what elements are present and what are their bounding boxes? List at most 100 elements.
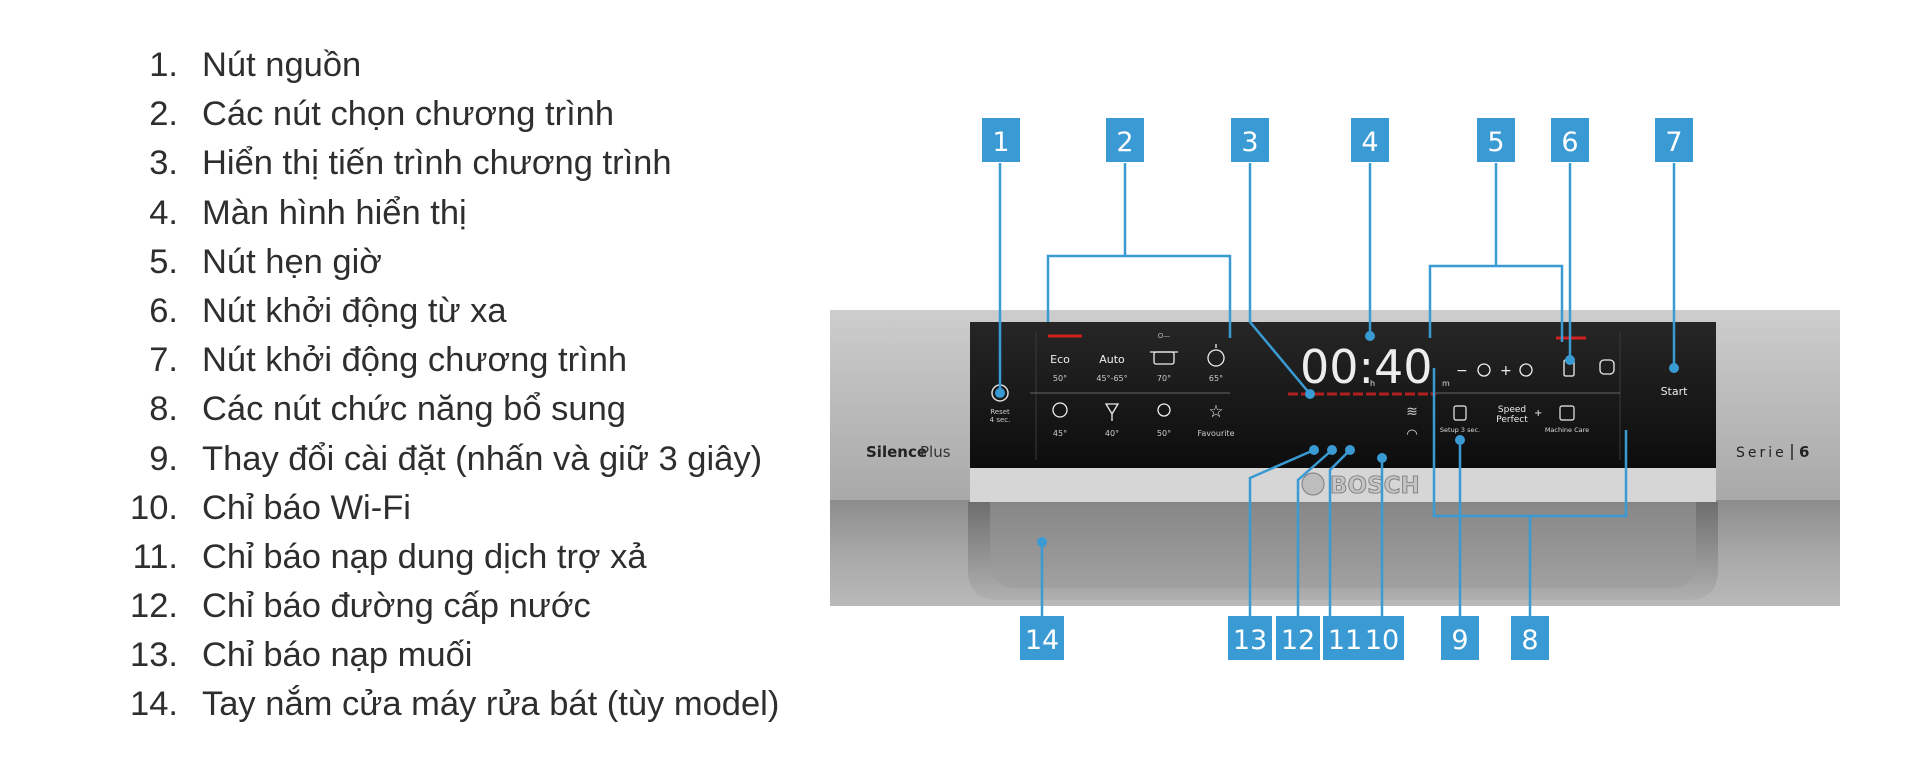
legend-number: 11. — [132, 537, 178, 576]
svg-text:2: 2 — [1116, 127, 1133, 158]
quick-icon — [1157, 403, 1171, 417]
legend-item-8: 8.Các nút chức năng bổ sung — [100, 390, 800, 439]
svg-text:11: 11 — [1328, 625, 1362, 656]
legend-item-10: 10. Chỉ báo Wi-Fi — [100, 489, 800, 538]
legend-number: 2. — [149, 95, 178, 134]
speed-perfect-button[interactable]: Speed Perfect + — [1496, 405, 1542, 425]
serie-number: 6 — [1799, 443, 1809, 461]
svg-text:40°: 40° — [1105, 429, 1119, 438]
program-express[interactable]: 65° — [1207, 344, 1225, 383]
svg-text:Speed: Speed — [1498, 405, 1526, 415]
program-favourite[interactable]: ☆ Favourite — [1197, 402, 1234, 438]
legend-text: Chỉ báo nạp dung dịch trợ xả — [202, 537, 647, 576]
program-eco-label: Eco — [1050, 353, 1070, 366]
legend-item-12: 12.Chỉ báo đường cấp nước — [100, 587, 800, 636]
callout-5: 5 — [1477, 118, 1515, 162]
panel-diagram: Silence Plus Serie 6 Reset 4 sec. Eco 50… — [830, 118, 1840, 660]
start-label: Start — [1661, 385, 1689, 398]
svg-text:3: 3 — [1241, 127, 1258, 158]
svg-text:4: 4 — [1361, 127, 1378, 158]
callout-1: 1 — [982, 118, 1020, 162]
svg-text:Perfect: Perfect — [1496, 415, 1528, 425]
hand-icon[interactable] — [1599, 359, 1615, 375]
legend-number: 3. — [149, 144, 178, 183]
legend-text: Tay nắm cửa máy rửa bát (tùy model) — [202, 685, 780, 724]
callout-8: 8 — [1511, 616, 1549, 660]
program-half-load[interactable]: 45° — [1052, 402, 1068, 438]
setup-icon — [1453, 405, 1467, 421]
svg-text:50°: 50° — [1157, 429, 1171, 438]
brand-silence: Silence — [866, 443, 927, 461]
legend-item-4: 4.Màn hình hiển thị — [100, 194, 800, 243]
steam-icon: ≋ — [1406, 404, 1418, 420]
legend-item-9: 9.Thay đổi cài đặt (nhấn và giữ 3 giây) — [100, 440, 800, 489]
timer-half-icon — [1052, 402, 1068, 418]
legend-number: 9. — [149, 439, 178, 478]
program-glass[interactable]: 40° — [1104, 403, 1120, 438]
svg-text:7: 7 — [1665, 127, 1682, 158]
svg-text:+: + — [1534, 408, 1542, 419]
brand-plus: Plus — [920, 443, 951, 461]
legend-text: Nút khởi động từ xa — [202, 291, 507, 330]
clock-icon — [1477, 363, 1491, 377]
legend-item-13: 13.Chỉ báo nạp muối — [100, 636, 800, 685]
program-auto[interactable]: Auto 45°-65° — [1096, 353, 1127, 383]
legend-item-6: 6.Nút khởi động từ xa — [100, 292, 800, 341]
legend-number: 1. — [149, 46, 178, 84]
callout-4: 4 — [1351, 118, 1389, 162]
bosch-logo: BOSCH — [1301, 472, 1420, 499]
legend-item-1: 1. Nút nguồn — [100, 46, 800, 95]
display-hours-unit: h — [1370, 379, 1375, 388]
legend-number: 14. — [130, 685, 178, 724]
legend-item-5: 5. Nút hẹn giờ — [100, 243, 800, 292]
callout-10: 10 — [1360, 616, 1404, 660]
clock-icon — [1519, 363, 1533, 377]
legend-number: 10. — [130, 488, 178, 527]
svg-text:O—: O— — [1158, 332, 1171, 340]
svg-text:−: − — [1456, 363, 1468, 379]
legend-item-11: 11. Chỉ báo nạp dung dịch trợ xả — [100, 538, 800, 587]
glass-icon — [1104, 403, 1120, 416]
svg-text:45°: 45° — [1053, 429, 1067, 438]
timer-minus-button[interactable]: − — [1456, 363, 1491, 379]
legend-number: 13. — [130, 636, 178, 675]
timer-plus-button[interactable]: + — [1500, 363, 1533, 379]
chrome-strip — [970, 468, 1716, 502]
machine-care-icon — [1559, 405, 1575, 421]
legend-item-7: 7.Nút khởi động chương trình — [100, 341, 800, 390]
callout-lines — [998, 163, 1676, 640]
machine-care-button[interactable]: Machine Care — [1545, 405, 1589, 434]
program-intensive[interactable]: O— 70° — [1150, 332, 1178, 383]
svg-text:1: 1 — [992, 127, 1009, 158]
callout-9: 9 — [1441, 616, 1479, 660]
legend-text: Chỉ báo Wi-Fi — [202, 488, 411, 527]
star-icon: ☆ — [1208, 402, 1223, 422]
legend-number: 5. — [149, 242, 178, 281]
svg-text:BOSCH: BOSCH — [1330, 473, 1420, 499]
dishwasher-panel-figure: Silence Plus Serie 6 Reset 4 sec. Eco 50… — [830, 110, 1840, 670]
program-eco[interactable]: Eco 50° — [1050, 353, 1070, 383]
callout-2: 2 — [1106, 118, 1144, 162]
svg-text:13: 13 — [1233, 625, 1267, 656]
svg-text:14: 14 — [1025, 625, 1059, 656]
callout-14: 14 — [1020, 616, 1064, 660]
program-auto-label: Auto — [1099, 353, 1125, 366]
legend-item-2: 2.Các nút chọn chương trình — [100, 95, 800, 144]
setup-button[interactable]: Setup 3 sec. — [1440, 405, 1480, 434]
program-quick[interactable]: 50° — [1157, 403, 1171, 438]
svg-text:70°: 70° — [1157, 374, 1171, 383]
legend-item-3: 3.Hiển thị tiến trình chương trình — [100, 144, 800, 193]
wifi-icon: ◠ — [1406, 427, 1417, 442]
serie-label: Serie — [1736, 445, 1787, 461]
legend-item-14: 14. Tay nắm cửa máy rửa bát (tùy model) — [100, 685, 800, 734]
display-minutes-unit: m — [1442, 379, 1450, 388]
legend-number: 8. — [149, 390, 178, 429]
callout-3: 3 — [1231, 118, 1269, 162]
callout-11: 11 — [1323, 616, 1367, 660]
svg-text:50°: 50° — [1053, 374, 1067, 383]
legend-text: Nút nguồn — [202, 46, 362, 84]
legend-text: Nút hẹn giờ — [202, 242, 382, 281]
legend-number: 4. — [149, 193, 178, 232]
svg-text:65°: 65° — [1209, 374, 1223, 383]
